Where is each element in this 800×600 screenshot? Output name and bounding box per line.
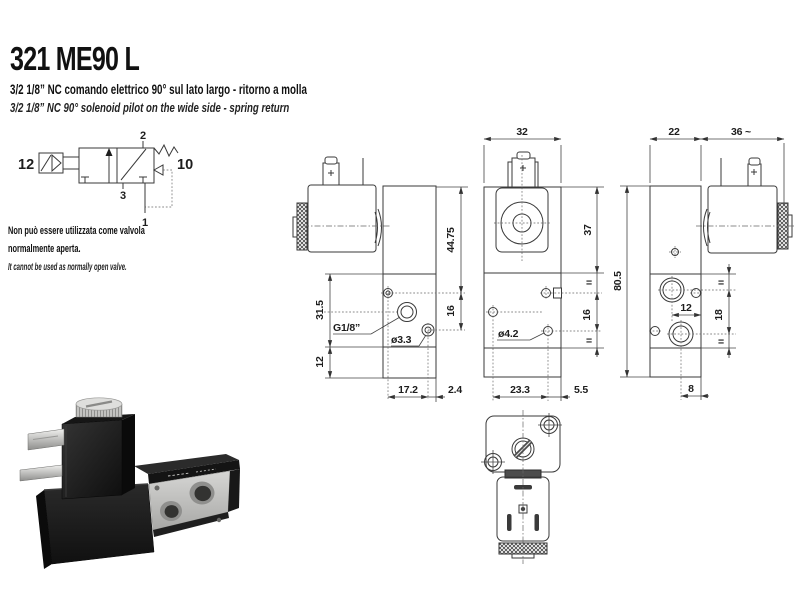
port-label-2: 2 xyxy=(140,130,146,142)
spade-connectors-photo xyxy=(19,428,65,482)
knurled-cap-photo xyxy=(75,397,123,418)
dim-12-offset: 12 xyxy=(680,302,692,314)
port-label-10: 10 xyxy=(177,157,193,173)
note-italian-line2: normalmente aperta. xyxy=(8,243,81,255)
subtitle-italian-wrap: 3/2 1/8” NC comando elettrico 90° sul la… xyxy=(10,81,434,99)
body-front-outline xyxy=(483,186,602,401)
subtitle-italian: 3/2 1/8” NC comando elettrico 90° sul la… xyxy=(10,81,307,97)
dimensions-right: 22 36 ~ 80.5 12 = 18 = 8 xyxy=(612,126,785,400)
drawing-right-side-view: 22 36 ~ 80.5 12 = 18 = 8 xyxy=(612,126,794,400)
dim-12-side: 12 xyxy=(314,356,326,368)
dim-8: 8 xyxy=(688,383,694,395)
dim-18: 18 xyxy=(713,309,725,321)
dim-36: 36 ~ xyxy=(731,126,751,138)
drawing-side-view: 31.5 12 44.75 16 17.2 2.4 G1/8” ø3.3 xyxy=(292,156,468,402)
label-hole-4-2: ø4.2 xyxy=(498,328,519,340)
dimensions-front: 32 37 = 16 = 23.3 5.5 ø4.2 xyxy=(483,126,604,401)
note-block: Non può essere utilizzata come valvola n… xyxy=(8,221,212,275)
subtitle-english: 3/2 1/8” NC 90° solenoid pilot on the wi… xyxy=(10,101,290,115)
coil-side-outline xyxy=(292,156,391,253)
dim-22: 22 xyxy=(668,126,680,138)
equal-bottom-front: = xyxy=(586,335,592,347)
note-italian-line1: Non può essere utilizzata come valvola xyxy=(8,225,145,237)
coil-top-outline xyxy=(496,410,550,564)
dim-17-2: 17.2 xyxy=(398,384,418,396)
label-hole-3-3: ø3.3 xyxy=(391,334,412,346)
dim-80-5: 80.5 xyxy=(612,271,624,291)
valve-body-symbol xyxy=(78,147,155,184)
dim-32: 32 xyxy=(516,126,528,138)
body-side-outline-right xyxy=(649,185,736,400)
dim-16-side: 16 xyxy=(445,305,457,317)
solenoid-coil-photo xyxy=(61,414,135,500)
port-label-1: 1 xyxy=(142,217,148,229)
pneumatic-symbol: 12 2 3 1 1 xyxy=(18,130,193,229)
solenoid-actuator xyxy=(38,152,79,174)
dim-5-5: 5.5 xyxy=(574,384,588,396)
dimensions-side: 31.5 12 44.75 16 17.2 2.4 G1/8” ø3.3 xyxy=(314,186,468,402)
dim-23-3: 23.3 xyxy=(510,384,530,396)
pilot-symbol xyxy=(145,164,173,208)
port-label-12: 12 xyxy=(18,157,34,173)
body-side-outline xyxy=(324,185,465,399)
equal-bottom-side: = xyxy=(718,336,724,348)
valve-base-photo xyxy=(36,483,155,569)
page-title: 321 ME90 L xyxy=(10,40,140,77)
spring-symbol xyxy=(153,143,179,158)
dim-37: 37 xyxy=(582,224,594,236)
dim-2-4: 2.4 xyxy=(448,384,462,396)
note-english: It cannot be used as normally open valve… xyxy=(8,262,127,273)
product-photo xyxy=(19,397,240,569)
page-title-wrap: 321 ME90 L xyxy=(10,40,180,78)
drawing-top-view xyxy=(481,410,562,564)
body-top-outline xyxy=(481,413,562,474)
subtitle-english-wrap: 3/2 1/8” NC 90° solenoid pilot on the wi… xyxy=(10,99,373,117)
valve-body-photo xyxy=(134,454,240,537)
port-label-3: 3 xyxy=(120,190,126,202)
dim-16-front: 16 xyxy=(581,309,593,321)
dim-44-75: 44.75 xyxy=(445,227,457,253)
drawing-front-view: 32 37 = 16 = 23.3 5.5 ø4.2 xyxy=(483,126,604,401)
label-thread-g18: G1/8” xyxy=(333,322,360,334)
coil-front-outline xyxy=(494,151,550,261)
equal-top-side: = xyxy=(718,277,724,289)
dim-31-5: 31.5 xyxy=(314,300,326,320)
coil-side-outline-right xyxy=(696,157,794,254)
equal-top-front: = xyxy=(586,277,592,289)
